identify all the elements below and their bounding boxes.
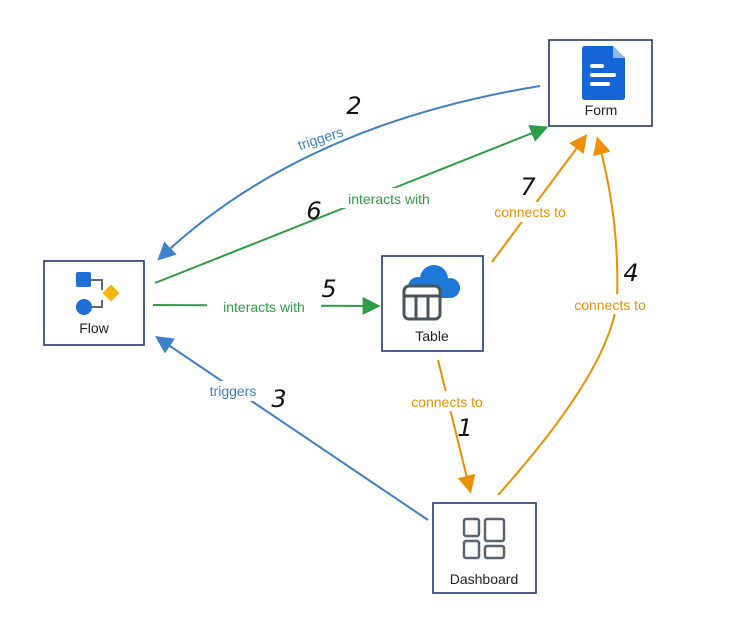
edge-label-connects-to: connects to bbox=[411, 394, 483, 410]
step-number: 5 bbox=[321, 275, 336, 303]
edge-label-connects-to: connects to bbox=[494, 204, 566, 220]
node-dashboard[interactable]: Dashboard bbox=[432, 502, 537, 594]
edge-label-triggers: triggers bbox=[296, 123, 345, 153]
table-cloud-icon bbox=[402, 265, 460, 321]
edge-dashboard-to-form: connects to 4 bbox=[497, 136, 658, 496]
step-number: 7 bbox=[520, 173, 536, 201]
form-document-icon bbox=[582, 46, 625, 100]
edge-label-connects-to: connects to bbox=[574, 297, 646, 313]
edge-label-interacts-with: interacts with bbox=[348, 191, 430, 207]
node-label-table: Table bbox=[415, 328, 449, 344]
dashboard-icon bbox=[462, 517, 506, 560]
node-label-dashboard: Dashboard bbox=[450, 571, 519, 587]
node-table[interactable]: Table bbox=[381, 255, 484, 352]
edge-flow-to-form: interacts with 6 bbox=[154, 124, 549, 284]
node-label-form: Form bbox=[585, 102, 618, 118]
step-number: 4 bbox=[623, 259, 638, 287]
step-number: 3 bbox=[271, 385, 286, 413]
flow-icon bbox=[76, 272, 120, 315]
edge-table-to-form: connects to 7 bbox=[482, 134, 588, 263]
edge-form-to-flow: triggers 2 bbox=[157, 85, 541, 261]
edge-label-triggers: triggers bbox=[210, 383, 257, 399]
step-number: 2 bbox=[346, 92, 361, 120]
step-number: 6 bbox=[306, 197, 321, 225]
edge-dashboard-to-flow: triggers 3 bbox=[155, 335, 429, 521]
edge-flow-to-table: interacts with 5 bbox=[152, 275, 381, 317]
edge-table-to-dashboard: connects to 1 bbox=[400, 359, 494, 494]
edge-label-interacts-with: interacts with bbox=[223, 299, 305, 315]
node-flow[interactable]: Flow bbox=[43, 260, 145, 346]
step-number: 1 bbox=[457, 414, 472, 442]
node-form[interactable]: Form bbox=[548, 39, 653, 127]
node-label-flow: Flow bbox=[79, 320, 109, 336]
